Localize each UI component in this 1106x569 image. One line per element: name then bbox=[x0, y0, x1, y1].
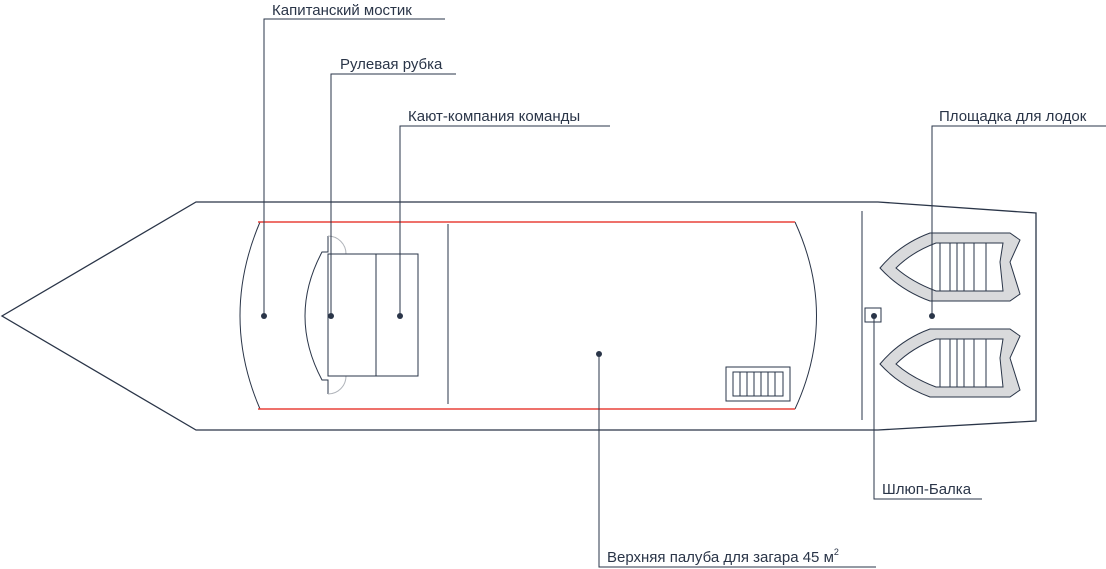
leader-crew-mess bbox=[399, 125, 610, 316]
anchor-dot-captain-bridge bbox=[261, 313, 267, 319]
leader-sun-deck bbox=[598, 354, 876, 568]
leader-wheelhouse bbox=[330, 73, 456, 316]
tender-boat-upper bbox=[879, 232, 1021, 302]
tender-boat-lower bbox=[879, 328, 1021, 398]
label-captain-bridge: Капитанский мостик bbox=[272, 2, 412, 19]
anchor-dot-davit bbox=[871, 313, 877, 319]
wheelhouse-front bbox=[304, 236, 329, 394]
deck-stern-curve bbox=[794, 221, 817, 410]
wheelhouse-door-bottom bbox=[327, 375, 347, 395]
label-crew-mess: Кают-компания команды bbox=[408, 108, 580, 125]
label-boat-platform: Площадка для лодок bbox=[939, 108, 1087, 125]
label-sun-deck-text: Верхняя палуба для загара 45 м bbox=[607, 549, 834, 566]
label-davit: Шлюп-Балка bbox=[882, 481, 972, 498]
leader-captain-bridge bbox=[263, 18, 445, 316]
wheelhouse-body bbox=[327, 253, 419, 377]
anchor-dot-crew-mess bbox=[397, 313, 403, 319]
wheelhouse-door-top bbox=[327, 235, 347, 255]
anchor-dot-wheelhouse bbox=[328, 313, 334, 319]
anchor-dot-boat-platform bbox=[929, 313, 935, 319]
leader-davit bbox=[873, 316, 982, 500]
anchor-dot-sun-deck bbox=[596, 351, 602, 357]
label-sun-deck-sup: 2 bbox=[834, 547, 839, 557]
davit-box bbox=[864, 307, 882, 323]
label-wheelhouse: Рулевая рубка bbox=[340, 56, 443, 73]
hull-outline bbox=[0, 201, 1037, 431]
leader-boat-platform bbox=[931, 125, 1106, 316]
deck-hatch bbox=[725, 366, 791, 402]
label-sun-deck: Верхняя палуба для загара 45 м2 bbox=[607, 547, 839, 566]
deck-bow-curve bbox=[239, 221, 261, 410]
